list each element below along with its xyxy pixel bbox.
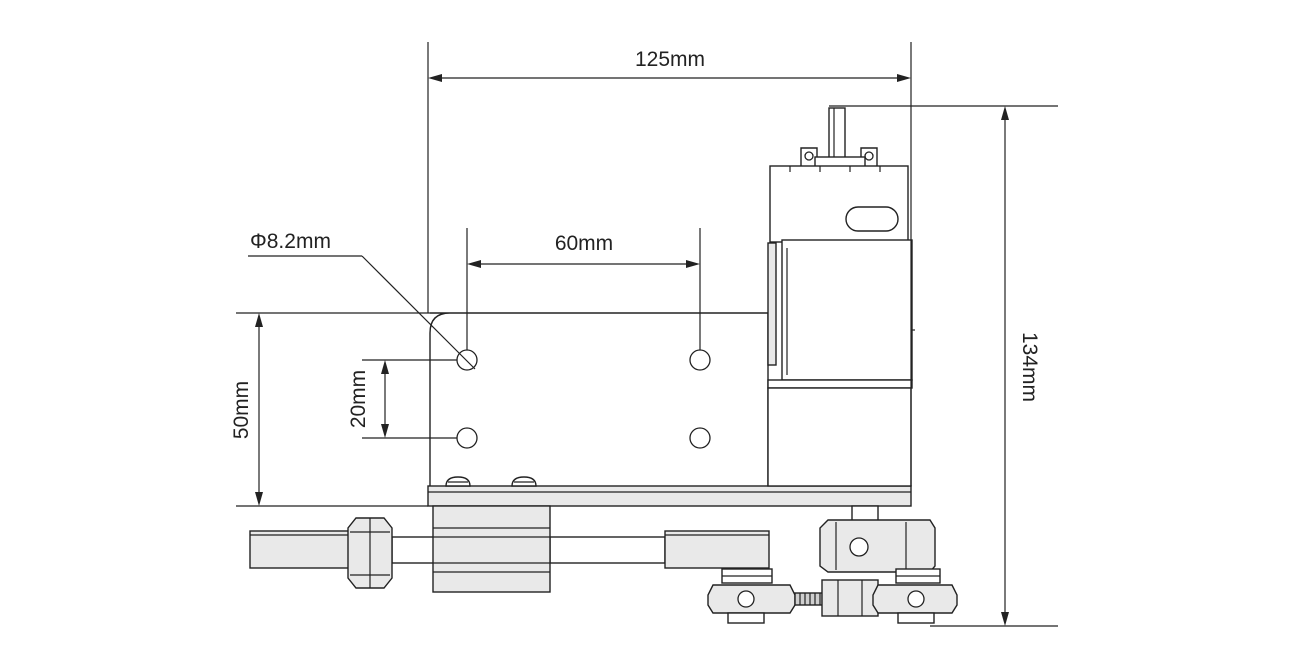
dimension-bracket-height: 50mm <box>230 312 430 507</box>
dimension-height-total: 134mm <box>829 105 1058 627</box>
dim-label-20mm: 20mm <box>347 370 370 428</box>
mounting-bracket <box>427 312 912 507</box>
hole-top-left <box>456 349 478 371</box>
dimension-hole-spacing-horizontal: 60mm <box>466 228 701 350</box>
dim-label-125mm: 125mm <box>635 48 705 71</box>
dim-label-134mm: 134mm <box>1018 332 1041 402</box>
dim-label-60mm: 60mm <box>555 232 613 255</box>
dimension-hole-spacing-vertical: 20mm <box>347 359 457 439</box>
dimension-hole-diameter: Φ8.2mm <box>248 230 476 370</box>
hole-bottom-right <box>689 427 711 449</box>
right-linkage <box>707 505 958 624</box>
hole-top-right <box>689 349 711 371</box>
left-linkage <box>249 505 770 593</box>
dimension-width-total: 125mm <box>427 42 912 486</box>
dim-label-diameter: Φ8.2mm <box>250 230 331 253</box>
motor-assembly <box>767 107 915 487</box>
dim-label-50mm: 50mm <box>230 381 253 439</box>
hole-bottom-left <box>456 427 478 449</box>
mounting-holes <box>456 349 711 449</box>
base-screws <box>445 476 537 487</box>
